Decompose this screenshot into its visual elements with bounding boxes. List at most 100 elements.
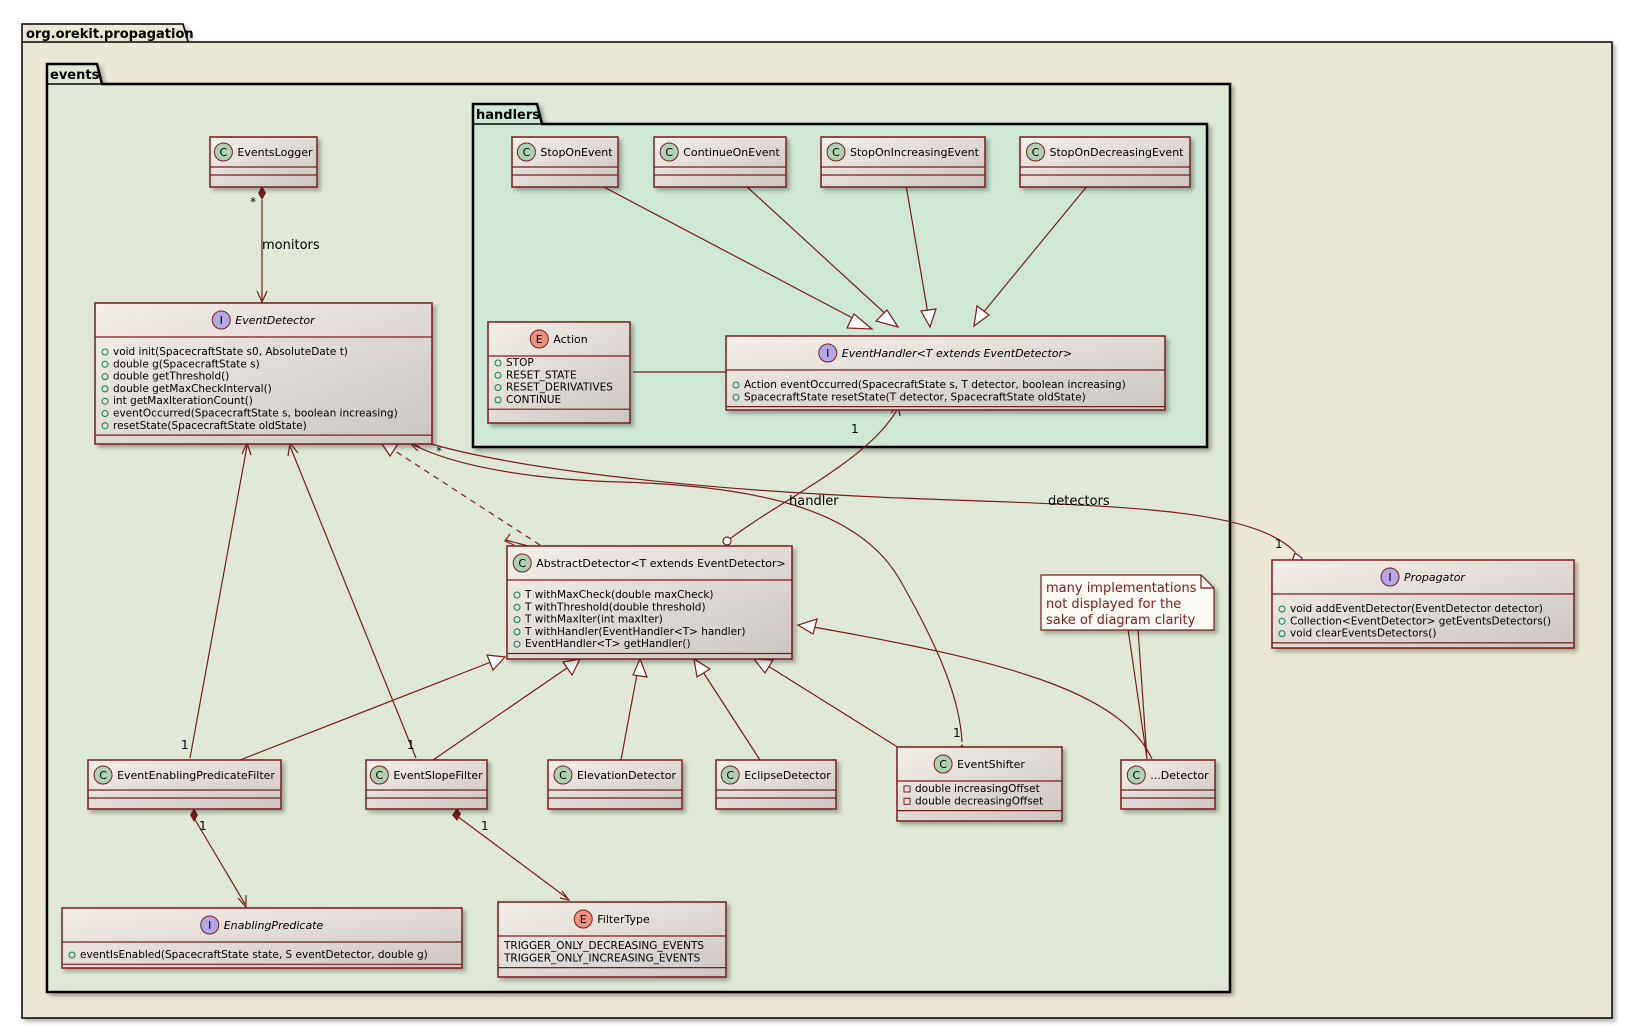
public-icon	[494, 359, 502, 367]
stereotype-letter: E	[536, 333, 543, 346]
stereotype-letter: E	[580, 913, 587, 926]
label-handler: handler	[789, 494, 839, 509]
edge-monitors	[256, 186, 268, 304]
public-icon	[101, 360, 109, 368]
class-member: double g(SpacecraftState s)	[113, 358, 260, 370]
public-icon	[101, 422, 109, 430]
stereotype-letter: C	[518, 557, 526, 570]
class-abstract-detector[interactable]: AbstractDetector<T extends EventDetector…	[506, 545, 793, 660]
class-member: T withMaxCheck(double maxCheck)	[524, 589, 714, 601]
stereotype-interface-icon	[211, 310, 231, 330]
stereotype-letter: C	[665, 146, 673, 159]
class-member: STOP	[506, 357, 534, 369]
class-member: double increasingOffset	[915, 783, 1040, 795]
stereotype-letter: C	[726, 769, 734, 782]
stereotype-enum-icon	[529, 329, 549, 349]
class-box	[1271, 559, 1575, 649]
stereotype-enum-icon	[573, 909, 593, 929]
note-line-3: sake of diagram clarity	[1046, 613, 1196, 628]
public-icon	[101, 373, 109, 381]
class-name: AbstractDetector<T extends EventDetector…	[536, 557, 786, 570]
edge-labels: monitors handler detectors * * 1 1 1 1 1…	[181, 195, 1283, 833]
stereotype-class-icon	[659, 142, 679, 162]
class-member: Action eventOccurred(SpacecraftState s, …	[744, 379, 1126, 391]
mult-slopefilter-one: 1	[407, 738, 415, 752]
public-icon	[101, 348, 109, 356]
stereotype-letter: C	[376, 769, 384, 782]
public-icon	[494, 371, 502, 379]
class-member: Collection<EventDetector> getEventsDetec…	[1290, 615, 1551, 627]
edge-dotsdetector-abstract	[796, 618, 1153, 760]
package-title-events: events	[50, 68, 100, 83]
stereotype-letter: C	[832, 146, 840, 159]
class-event-handler[interactable]: EventHandler<T extends EventDetector>IAc…	[725, 335, 1166, 411]
class-name: Propagator	[1404, 571, 1466, 584]
class-member: double getMaxCheckInterval()	[113, 383, 272, 395]
mult-detector-star: *	[436, 444, 442, 458]
stereotype-class-icon	[1126, 765, 1146, 785]
class-member: TRIGGER_ONLY_DECREASING_EVENTS	[503, 940, 704, 952]
public-icon	[513, 591, 521, 599]
class-name: ...Detector	[1150, 769, 1209, 782]
class-member: T withMaxIter(int maxIter)	[524, 614, 663, 626]
edge-slopefilter-filtertype	[452, 808, 571, 901]
class-filter-type[interactable]: FilterTypeETRIGGER_ONLY_DECREASING_EVENT…	[497, 901, 727, 978]
stereotype-letter: C	[99, 769, 107, 782]
class-member: CONTINUE	[506, 394, 561, 406]
class-name: EventHandler<T extends EventDetector>	[842, 347, 1072, 360]
stereotype-letter: C	[220, 146, 228, 159]
stereotype-class-icon	[512, 553, 532, 573]
class-box	[547, 759, 683, 810]
public-icon	[101, 397, 109, 405]
class-continue-on-event[interactable]: ContinueOnEvent C	[653, 136, 787, 188]
stereotype-class-icon	[516, 142, 536, 162]
label-monitors: monitors	[262, 238, 320, 253]
class-stop-on-increasing[interactable]: StopOnIncreasingEvent C	[820, 136, 986, 188]
stereotype-interface-icon	[818, 343, 838, 363]
class-box	[506, 545, 793, 660]
edge-stoponevent-eventhandler	[599, 184, 874, 330]
edge-stoponincreasing-eventhandler	[905, 184, 937, 329]
public-icon	[513, 640, 521, 648]
class-member: void clearEventsDetectors()	[1290, 628, 1436, 640]
stereotype-class-icon	[213, 142, 233, 162]
class-box	[497, 901, 727, 978]
stereotype-class-icon	[93, 765, 113, 785]
class-enabling-predicate[interactable]: EnablingPredicateIeventIsEnabled(Spacecr…	[61, 907, 463, 969]
class-name: ContinueOnEvent	[683, 146, 780, 159]
class-box	[487, 321, 631, 424]
class-name: EventShifter	[957, 758, 1025, 771]
class-name: StopOnIncreasingEvent	[850, 146, 980, 159]
public-icon	[68, 951, 76, 959]
class-name: ElevationDetector	[577, 769, 677, 782]
class-box	[365, 759, 488, 810]
edge-elevation-abstract	[620, 657, 648, 761]
stereotype-class-icon	[720, 765, 740, 785]
note-implementations: many implementations not displayed for t…	[1040, 574, 1215, 631]
stereotype-class-icon	[933, 754, 953, 774]
mult-handler-one: 1	[851, 422, 859, 436]
edge-eclipse-abstract	[693, 657, 761, 761]
mult-filtertype-one: 1	[481, 819, 489, 833]
class-member: double getThreshold()	[113, 371, 229, 383]
stereotype-letter: C	[523, 146, 531, 159]
class-member: void init(SpacecraftState s0, AbsoluteDa…	[113, 346, 348, 358]
class-box	[94, 302, 433, 445]
label-detectors: detectors	[1048, 494, 1110, 509]
class-box	[87, 759, 282, 810]
class-member: T withThreshold(double threshold)	[524, 601, 706, 613]
class-member: eventIsEnabled(SpacecraftState state, S …	[80, 949, 428, 961]
class-action[interactable]: ActionESTOPRESET_STATERESET_DERIVATIVESC…	[487, 321, 631, 424]
